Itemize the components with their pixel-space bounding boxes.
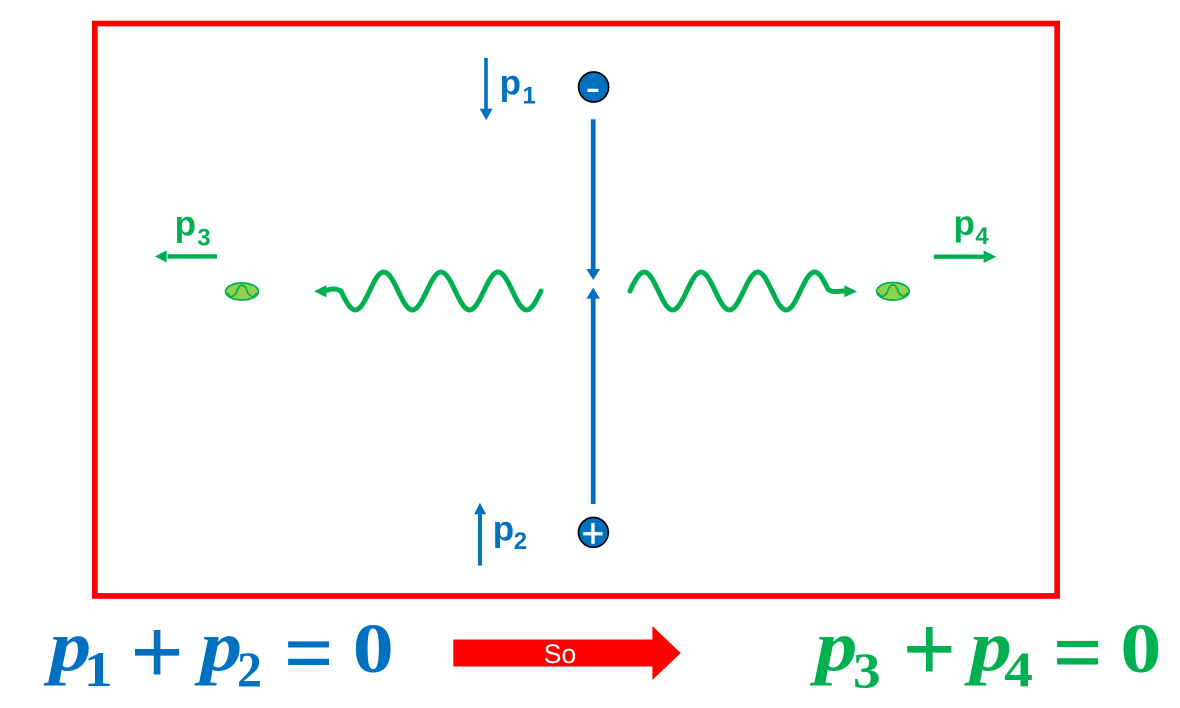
svg-text:0: 0 <box>353 611 394 688</box>
svg-text:4: 4 <box>1004 641 1033 697</box>
svg-text:p: p <box>500 64 521 103</box>
svg-text:1: 1 <box>523 83 536 110</box>
svg-text:1: 1 <box>84 641 113 697</box>
svg-text:=: = <box>284 606 334 703</box>
svg-text:2: 2 <box>237 641 262 697</box>
svg-text:p: p <box>493 509 514 548</box>
svg-text:+: + <box>130 599 184 705</box>
svg-text:+: + <box>902 596 956 702</box>
svg-text:p: p <box>194 606 242 685</box>
svg-text:p: p <box>43 606 91 685</box>
svg-text:p: p <box>809 606 857 685</box>
svg-text:4: 4 <box>975 223 989 250</box>
svg-text:p: p <box>954 204 975 243</box>
svg-text:=: = <box>1053 605 1103 702</box>
svg-text:p: p <box>175 204 196 243</box>
svg-text:0: 0 <box>1120 611 1161 688</box>
svg-text:3: 3 <box>853 643 881 698</box>
svg-text:p: p <box>964 606 1012 685</box>
svg-text:2: 2 <box>514 528 527 555</box>
svg-text:So: So <box>544 639 576 669</box>
svg-text:3: 3 <box>197 225 210 252</box>
